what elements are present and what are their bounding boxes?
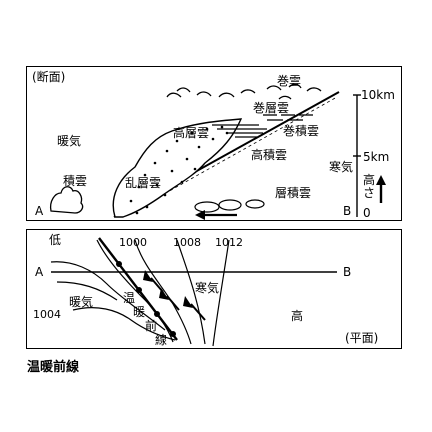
label-warm-air: 暖気	[57, 133, 81, 148]
label-altocumulus: 高積雲	[251, 147, 287, 162]
label-stratocumulus: 層積雲	[275, 185, 311, 200]
label-plan-cold-air: 寒気	[195, 280, 219, 295]
label-low: 低	[49, 233, 61, 247]
label-cirrostratus: 巻層雲	[253, 101, 289, 115]
plan-point-b: B	[343, 265, 351, 279]
plan-label: (平面)	[345, 331, 378, 345]
stratocumulus-blobs	[194, 199, 265, 213]
cumulus-cloud	[49, 186, 84, 214]
wind-arrow-head	[195, 210, 205, 220]
point-b: B	[343, 204, 351, 218]
label-altostratus: 高層雲	[173, 125, 209, 140]
front-char-2: 暖	[133, 305, 145, 319]
isobar-1012	[212, 239, 230, 347]
height-top-label: 10km	[361, 88, 395, 102]
isobar-label-1004: 1004	[33, 308, 61, 321]
figure-caption: 温暖前線	[27, 360, 80, 375]
cloud-mass	[112, 118, 243, 218]
cross-section-panel: (断面)	[26, 66, 402, 221]
height-label-2: さ	[363, 186, 375, 200]
label-cold-air: 寒気	[329, 159, 353, 174]
plan-view-diagram: 低 高 A B 暖気 寒気 1000 1008 1012 1004 温 暖 前 …	[33, 233, 378, 347]
height-label-1: 高	[363, 172, 375, 187]
height-arrow-head	[376, 175, 386, 185]
isobar-left-upper	[50, 261, 166, 331]
cross-section-diagram: (断面)	[32, 69, 395, 220]
warm-front-symbols	[116, 261, 176, 337]
front-char-3: 前	[145, 318, 157, 333]
front-char-4: 線	[155, 332, 167, 347]
isobar-1004	[72, 307, 176, 341]
isobar-label-1008: 1008	[173, 236, 201, 249]
point-a: A	[35, 204, 44, 218]
front-char-1: 温	[123, 291, 135, 305]
label-cirrus: 巻雲	[277, 74, 301, 88]
height-bottom-label: 0	[363, 206, 371, 220]
isobar-label-1012: 1012	[215, 236, 243, 249]
front-surface-trace	[122, 96, 338, 218]
cloud-texture	[129, 125, 229, 215]
cirrostratus-layer	[263, 114, 313, 121]
isobar-left-mid	[56, 281, 118, 301]
label-plan-warm-air: 暖気	[69, 294, 93, 309]
cirrus-wisps	[166, 83, 322, 100]
height-mid-label: 5km	[363, 150, 389, 164]
section-label: (断面)	[32, 69, 65, 84]
plan-point-a: A	[35, 265, 44, 279]
plan-view-panel: 低 高 A B 暖気 寒気 1000 1008 1012 1004 温 暖 前 …	[26, 229, 402, 349]
label-high: 高	[291, 308, 303, 323]
label-cumulus: 積雲	[63, 173, 87, 188]
isobar-label-1000: 1000	[119, 236, 147, 249]
cloud-layers	[212, 124, 267, 138]
label-nimbostratus: 乱層雲	[125, 176, 161, 190]
label-cirrocumulus: 巻積雲	[283, 123, 319, 138]
wind-arrow-heads	[143, 270, 193, 308]
isobar-1008	[176, 239, 206, 345]
